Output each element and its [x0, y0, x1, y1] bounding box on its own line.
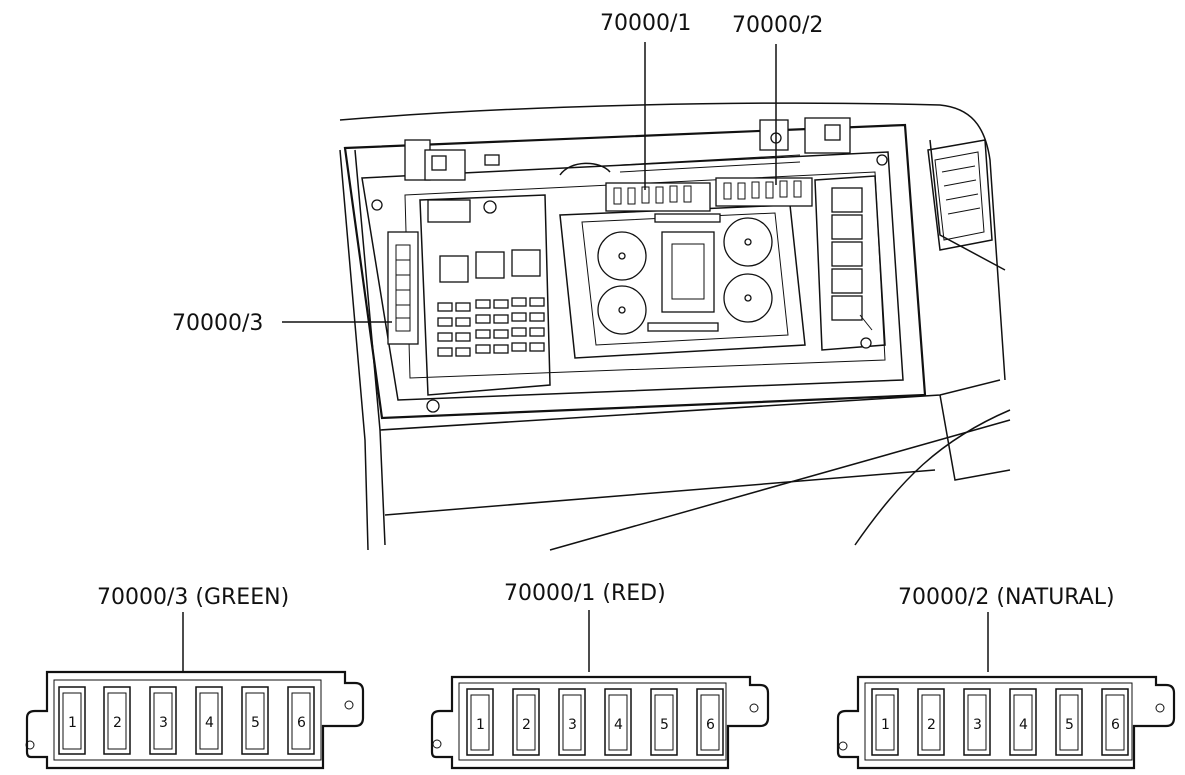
fuse-slot-number: 4	[614, 717, 623, 733]
fuse-slot-6: 6	[696, 688, 724, 756]
fuse-slot-number: 2	[522, 717, 531, 733]
fuse-slot-number: 1	[68, 715, 77, 731]
fuse-slot-1: 1	[58, 686, 86, 755]
fuse-box-natural: 70000/2 (NATURAL) 1 2 3 4 5	[836, 585, 1176, 770]
fuse-slot-1: 1	[466, 688, 494, 756]
fuse-slot-4: 4	[604, 688, 632, 756]
fuse-slot-number: 6	[706, 717, 715, 733]
callout-70000-2: 70000/2	[732, 13, 823, 185]
fuse-slot-number: 1	[476, 717, 485, 733]
fuse-slot-number: 6	[297, 715, 306, 731]
fuse-slot-1: 1	[871, 688, 899, 756]
fuse-slot-number: 1	[881, 717, 890, 733]
callout-70000-1: 70000/1	[600, 11, 691, 190]
fuse-box-outline	[836, 675, 1176, 770]
fuse-slot-number: 6	[1111, 717, 1120, 733]
fuse-box-red: 70000/1 (RED) 1 2 3 4 5	[430, 581, 770, 770]
fuse-slot-number: 4	[205, 715, 214, 731]
fuse-slot-4: 4	[1009, 688, 1037, 756]
fuse-box-outline	[430, 675, 770, 770]
fuse-slot-6: 6	[287, 686, 315, 755]
fuse-slot-3: 3	[558, 688, 586, 756]
fuse-slot-number: 3	[568, 717, 577, 733]
fuse-box-title: 70000/1 (RED)	[504, 581, 666, 606]
callout-label-70000-2: 70000/2	[732, 13, 823, 38]
top-fuse-teeth	[613, 180, 802, 205]
fuse-slot-number: 3	[973, 717, 982, 733]
fuse-slot-number: 5	[1065, 717, 1074, 733]
fuse-slot-2: 2	[512, 688, 540, 756]
fuse-slot-5: 5	[241, 686, 269, 755]
fuse-slot-number: 2	[113, 715, 122, 731]
fuse-slot-5: 5	[1055, 688, 1083, 756]
fuse-box-title: 70000/3 (GREEN)	[97, 585, 289, 610]
callout-70000-3: 70000/3	[172, 311, 392, 336]
fuse-slot-number: 3	[159, 715, 168, 731]
fuse-slot-3: 3	[963, 688, 991, 756]
fuse-box-outline	[25, 670, 365, 770]
fuse-slot-number: 2	[927, 717, 936, 733]
callout-label-70000-1: 70000/1	[600, 11, 691, 36]
fuse-slot-2: 2	[103, 686, 131, 755]
fuse-slot-5: 5	[650, 688, 678, 756]
fuse-slot-number: 5	[251, 715, 260, 731]
fuse-box-title: 70000/2 (NATURAL)	[898, 585, 1115, 610]
callout-label-70000-3: 70000/3	[172, 311, 263, 336]
fuse-slot-3: 3	[149, 686, 177, 755]
fuse-slot-number: 4	[1019, 717, 1028, 733]
fuse-slot-4: 4	[195, 686, 223, 755]
fuse-box-green: 70000/3 (GREEN) 1 2 3 4 5	[25, 585, 365, 770]
fuse-slot-6: 6	[1101, 688, 1129, 756]
dashboard-illustration	[339, 102, 1011, 551]
small-fuse-grid	[437, 297, 545, 357]
fuse-slot-number: 5	[660, 717, 669, 733]
fuse-slot-2: 2	[917, 688, 945, 756]
